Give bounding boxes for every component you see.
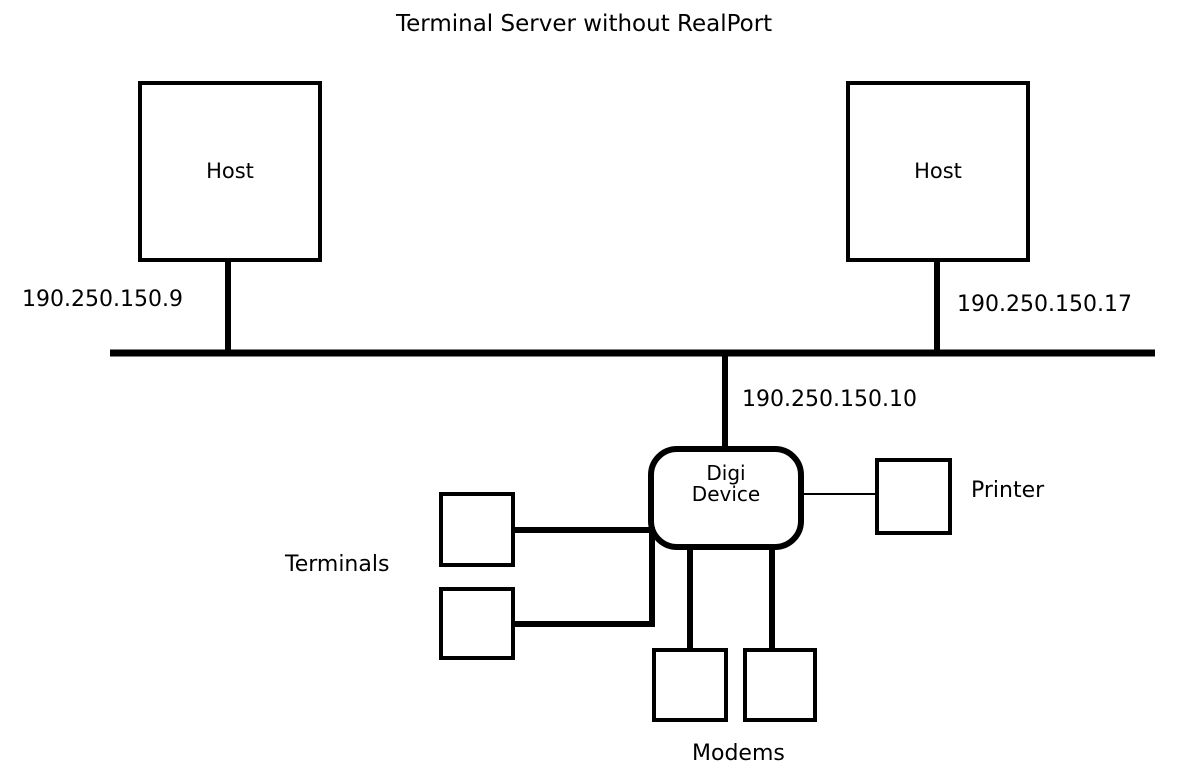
digi-device-label-line2: Device (691, 482, 761, 506)
printer-label: Printer (971, 478, 1045, 503)
digi-device-label-line1: Digi (706, 461, 746, 485)
modem-2-box[interactable] (743, 648, 817, 722)
terminal-2-box[interactable] (439, 587, 515, 660)
host-right-label: Host (914, 159, 962, 183)
host-right-ip-label: 190.250.150.17 (957, 292, 1132, 317)
diagram-title: Terminal Server without RealPort (396, 11, 773, 37)
host-left-label: Host (206, 159, 254, 183)
modems-label: Modems (692, 741, 785, 766)
terminal-1-box[interactable] (439, 492, 515, 567)
host-left-ip-label: 190.250.150.9 (22, 287, 183, 312)
printer-box[interactable] (875, 458, 952, 535)
terminals-label: Terminals (285, 552, 390, 577)
digi-device-ip-label: 190.250.150.10 (742, 387, 917, 412)
digi-device-box[interactable] (648, 446, 804, 550)
host-right-box[interactable] (846, 81, 1030, 262)
digi-device-label: Digi Device (651, 463, 801, 505)
modem-1-box[interactable] (652, 648, 728, 722)
